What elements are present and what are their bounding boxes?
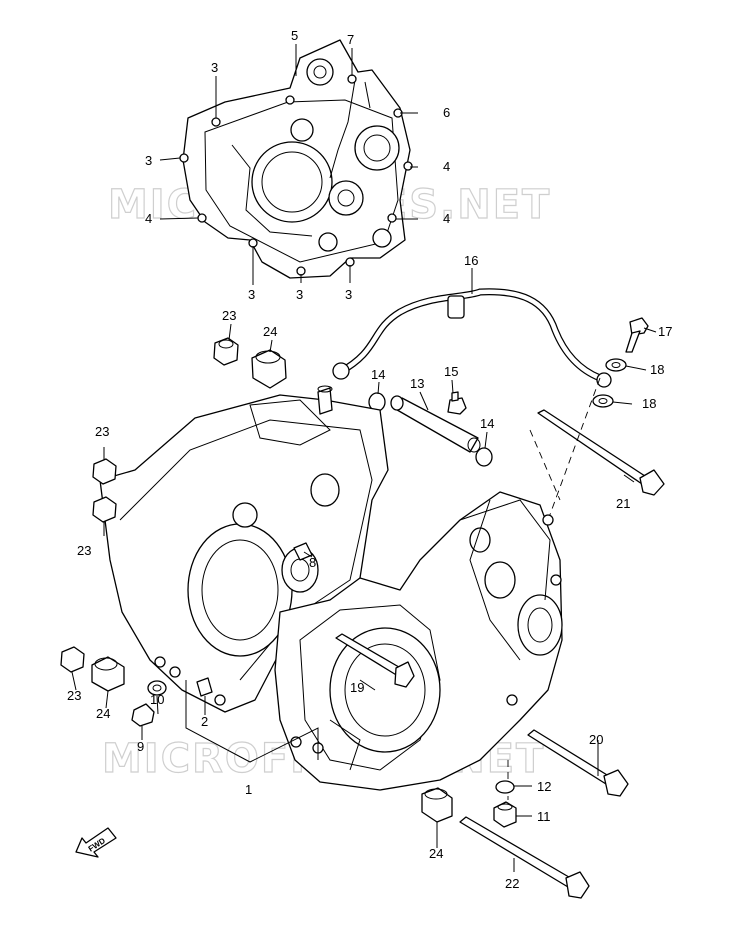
callout-10: 10 (150, 692, 164, 707)
nut-23-c (92, 496, 117, 523)
callout-23: 23 (222, 308, 236, 323)
callout-3: 3 (145, 153, 152, 168)
callout-1: 1 (245, 782, 252, 797)
callout-8: 8 (309, 555, 316, 570)
callout-22: 22 (505, 876, 519, 891)
callout-4: 4 (443, 211, 450, 226)
dowel-8 (293, 542, 313, 561)
washer-12 (495, 780, 515, 794)
callout-14: 14 (371, 367, 385, 382)
leader-lines (71, 44, 657, 872)
guide-line-a (547, 377, 601, 521)
bolt-22 (459, 816, 590, 899)
callout-15: 15 (444, 364, 458, 379)
callout-3: 3 (248, 287, 255, 302)
callout-20: 20 (589, 732, 603, 747)
washer-18-a (605, 358, 627, 372)
fwd-arrow-icon: FWD (75, 827, 117, 858)
callout-5: 5 (291, 28, 298, 43)
callout-3: 3 (211, 60, 218, 75)
callout-11: 11 (537, 809, 551, 824)
callout-3: 3 (345, 287, 352, 302)
bushing-24-c (421, 787, 453, 823)
callout-18: 18 (650, 362, 664, 377)
callout-16: 16 (464, 253, 478, 268)
dowel-2 (196, 677, 213, 697)
bolt-21 (537, 409, 665, 496)
bolt-15 (447, 391, 467, 415)
guide-line-b (529, 429, 561, 501)
callout-24: 24 (96, 706, 110, 721)
callout-23: 23 (95, 424, 109, 439)
bushing-24-b (91, 656, 125, 692)
callout-9: 9 (137, 739, 144, 754)
callout-21: 21 (616, 496, 630, 511)
callout-23: 23 (77, 543, 91, 558)
oil-hose-16 (332, 288, 612, 388)
callout-4: 4 (443, 159, 450, 174)
washer-10 (147, 680, 167, 696)
crankcase-assembly-1 (99, 385, 563, 791)
nut-23-a (213, 337, 239, 366)
callout-6: 6 (443, 105, 450, 120)
plug-9 (131, 703, 155, 727)
callout-12: 12 (537, 779, 551, 794)
callout-18: 18 (642, 396, 656, 411)
bushing-24-a (251, 349, 287, 389)
bolt-19 (335, 633, 415, 688)
callouts: 5 7 3 6 3 4 4 4 3 3 3 16 23 24 17 18 18 … (67, 28, 672, 891)
callout-24: 24 (263, 324, 277, 339)
callout-13: 13 (410, 376, 424, 391)
pipe-13 (390, 395, 481, 453)
callout-17: 17 (658, 324, 672, 339)
nut-23-d (60, 646, 85, 673)
callout-2: 2 (201, 714, 208, 729)
assembly-bracket-1 (185, 680, 319, 763)
o-ring-14-b (475, 447, 493, 467)
callout-19: 19 (350, 680, 364, 695)
callout-7: 7 (347, 32, 354, 47)
bolt-20 (527, 729, 629, 797)
callout-24: 24 (429, 846, 443, 861)
bolt-17 (625, 317, 649, 353)
callout-23: 23 (67, 688, 81, 703)
callout-14: 14 (480, 416, 494, 431)
callout-3: 3 (296, 287, 303, 302)
crankcase-right-half (179, 39, 413, 279)
callout-4: 4 (145, 211, 152, 226)
washer-18-b (592, 394, 614, 408)
nut-23-b (92, 458, 117, 485)
plug-11 (493, 801, 517, 828)
